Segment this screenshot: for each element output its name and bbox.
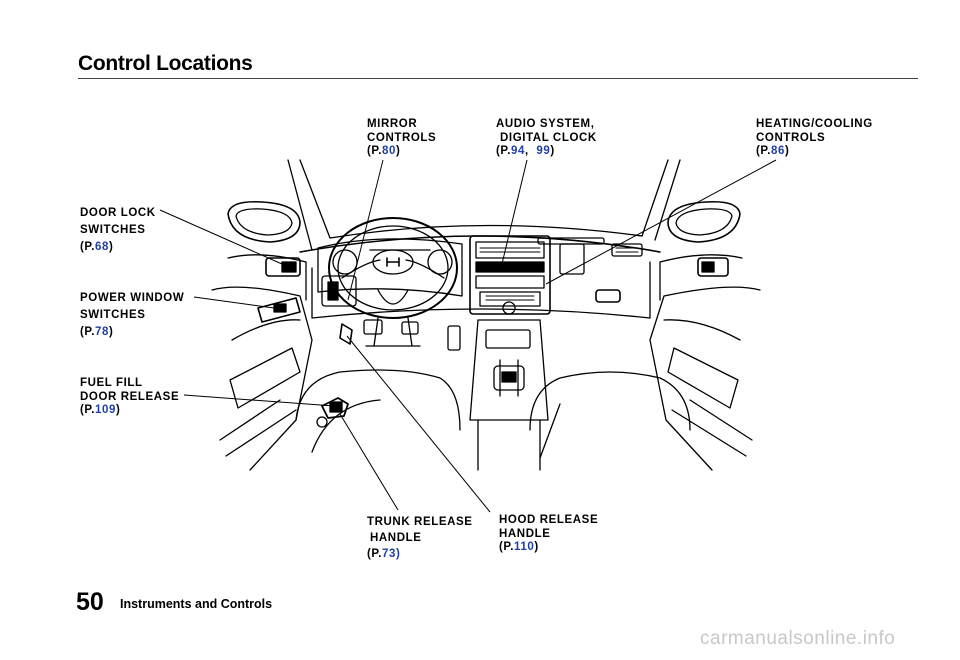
page-ref-prefix: (P.: [80, 326, 96, 338]
label-line: CONTROLS: [756, 131, 826, 144]
label-line: HANDLE: [499, 527, 551, 540]
page-ref-suffix: ): [109, 326, 114, 338]
page-ref-suffix: ): [396, 145, 401, 157]
page-ref-prefix: (P.: [80, 241, 96, 253]
label-line: TRUNK RELEASE: [367, 516, 473, 528]
label-line: DOOR RELEASE: [80, 390, 180, 403]
page-number: 50: [76, 588, 104, 616]
audio-system-label: AUDIO SYSTEM, DIGITAL CLOCK (P.94, 99): [496, 118, 597, 159]
label-line: SWITCHES: [80, 224, 146, 236]
page-link[interactable]: 99: [536, 145, 551, 157]
page-link[interactable]: 78: [95, 326, 110, 338]
page-ref-prefix: (P.: [756, 145, 772, 157]
page-ref-suffix: ): [550, 145, 555, 157]
page-ref-suffix: ): [116, 404, 121, 416]
label-line: HEATING/COOLING: [756, 118, 873, 130]
page-ref-prefix: (P.: [367, 548, 383, 560]
page-link[interactable]: 68: [95, 241, 110, 253]
page-title: Control Locations: [78, 52, 253, 75]
heating-cooling-label: HEATING/COOLING CONTROLS (P.86): [756, 118, 873, 159]
power-window-switches-label: POWER WINDOW SWITCHES (P.78): [80, 290, 184, 341]
label-line: SWITCHES: [80, 309, 146, 321]
page-ref-prefix: (P.: [499, 541, 515, 553]
heating-leader-line: [546, 160, 776, 284]
trunk-leader-line: [340, 414, 398, 510]
page-link[interactable]: 110: [514, 541, 535, 553]
title-rule: [78, 78, 918, 79]
page-ref-suffix: ): [785, 145, 790, 157]
label-line: FUEL FILL: [80, 377, 143, 389]
trunk-release-handle-label: TRUNK RELEASE HANDLE (P.73): [367, 514, 473, 562]
mirror-leader-line: [348, 160, 383, 300]
label-line: MIRROR: [367, 118, 418, 130]
label-line: HANDLE: [370, 532, 422, 544]
watermark: carmanualsonline.info: [700, 628, 896, 649]
page-ref-suffix: ): [534, 541, 539, 553]
door-lock-leader-line: [160, 210, 291, 268]
audio-leader-line: [500, 160, 527, 272]
page-ref-suffix: ): [109, 241, 114, 253]
label-line: HOOD RELEASE: [499, 514, 599, 526]
page-link[interactable]: 73): [382, 548, 401, 560]
page-link[interactable]: 94: [511, 145, 526, 157]
page-ref-prefix: (P.: [367, 145, 383, 157]
power-window-leader-line: [194, 297, 274, 308]
fuel-fill-leader-line: [184, 395, 334, 406]
page-ref-prefix: (P.: [80, 404, 96, 416]
page-link[interactable]: 86: [771, 145, 786, 157]
hood-release-handle-label: HOOD RELEASE HANDLE (P.110): [499, 514, 598, 555]
label-line: CONTROLS: [367, 131, 437, 144]
label-line: DIGITAL CLOCK: [500, 131, 597, 144]
hood-leader-line: [347, 336, 490, 512]
label-line: POWER WINDOW: [80, 292, 185, 304]
page-link[interactable]: 80: [382, 145, 397, 157]
mirror-controls-label: MIRROR CONTROLS (P.80): [367, 118, 436, 159]
label-line: AUDIO SYSTEM,: [496, 118, 595, 130]
page-link[interactable]: 109: [95, 404, 117, 416]
page-ref-prefix: (P.: [496, 145, 512, 157]
label-line: DOOR LOCK: [80, 207, 156, 219]
door-lock-switches-label: DOOR LOCK SWITCHES (P.68): [80, 205, 156, 256]
page-ref-separator: ,: [525, 145, 529, 157]
section-title: Instruments and Controls: [120, 597, 273, 611]
fuel-fill-door-release-label: FUEL FILL DOOR RELEASE (P.109): [80, 377, 179, 418]
